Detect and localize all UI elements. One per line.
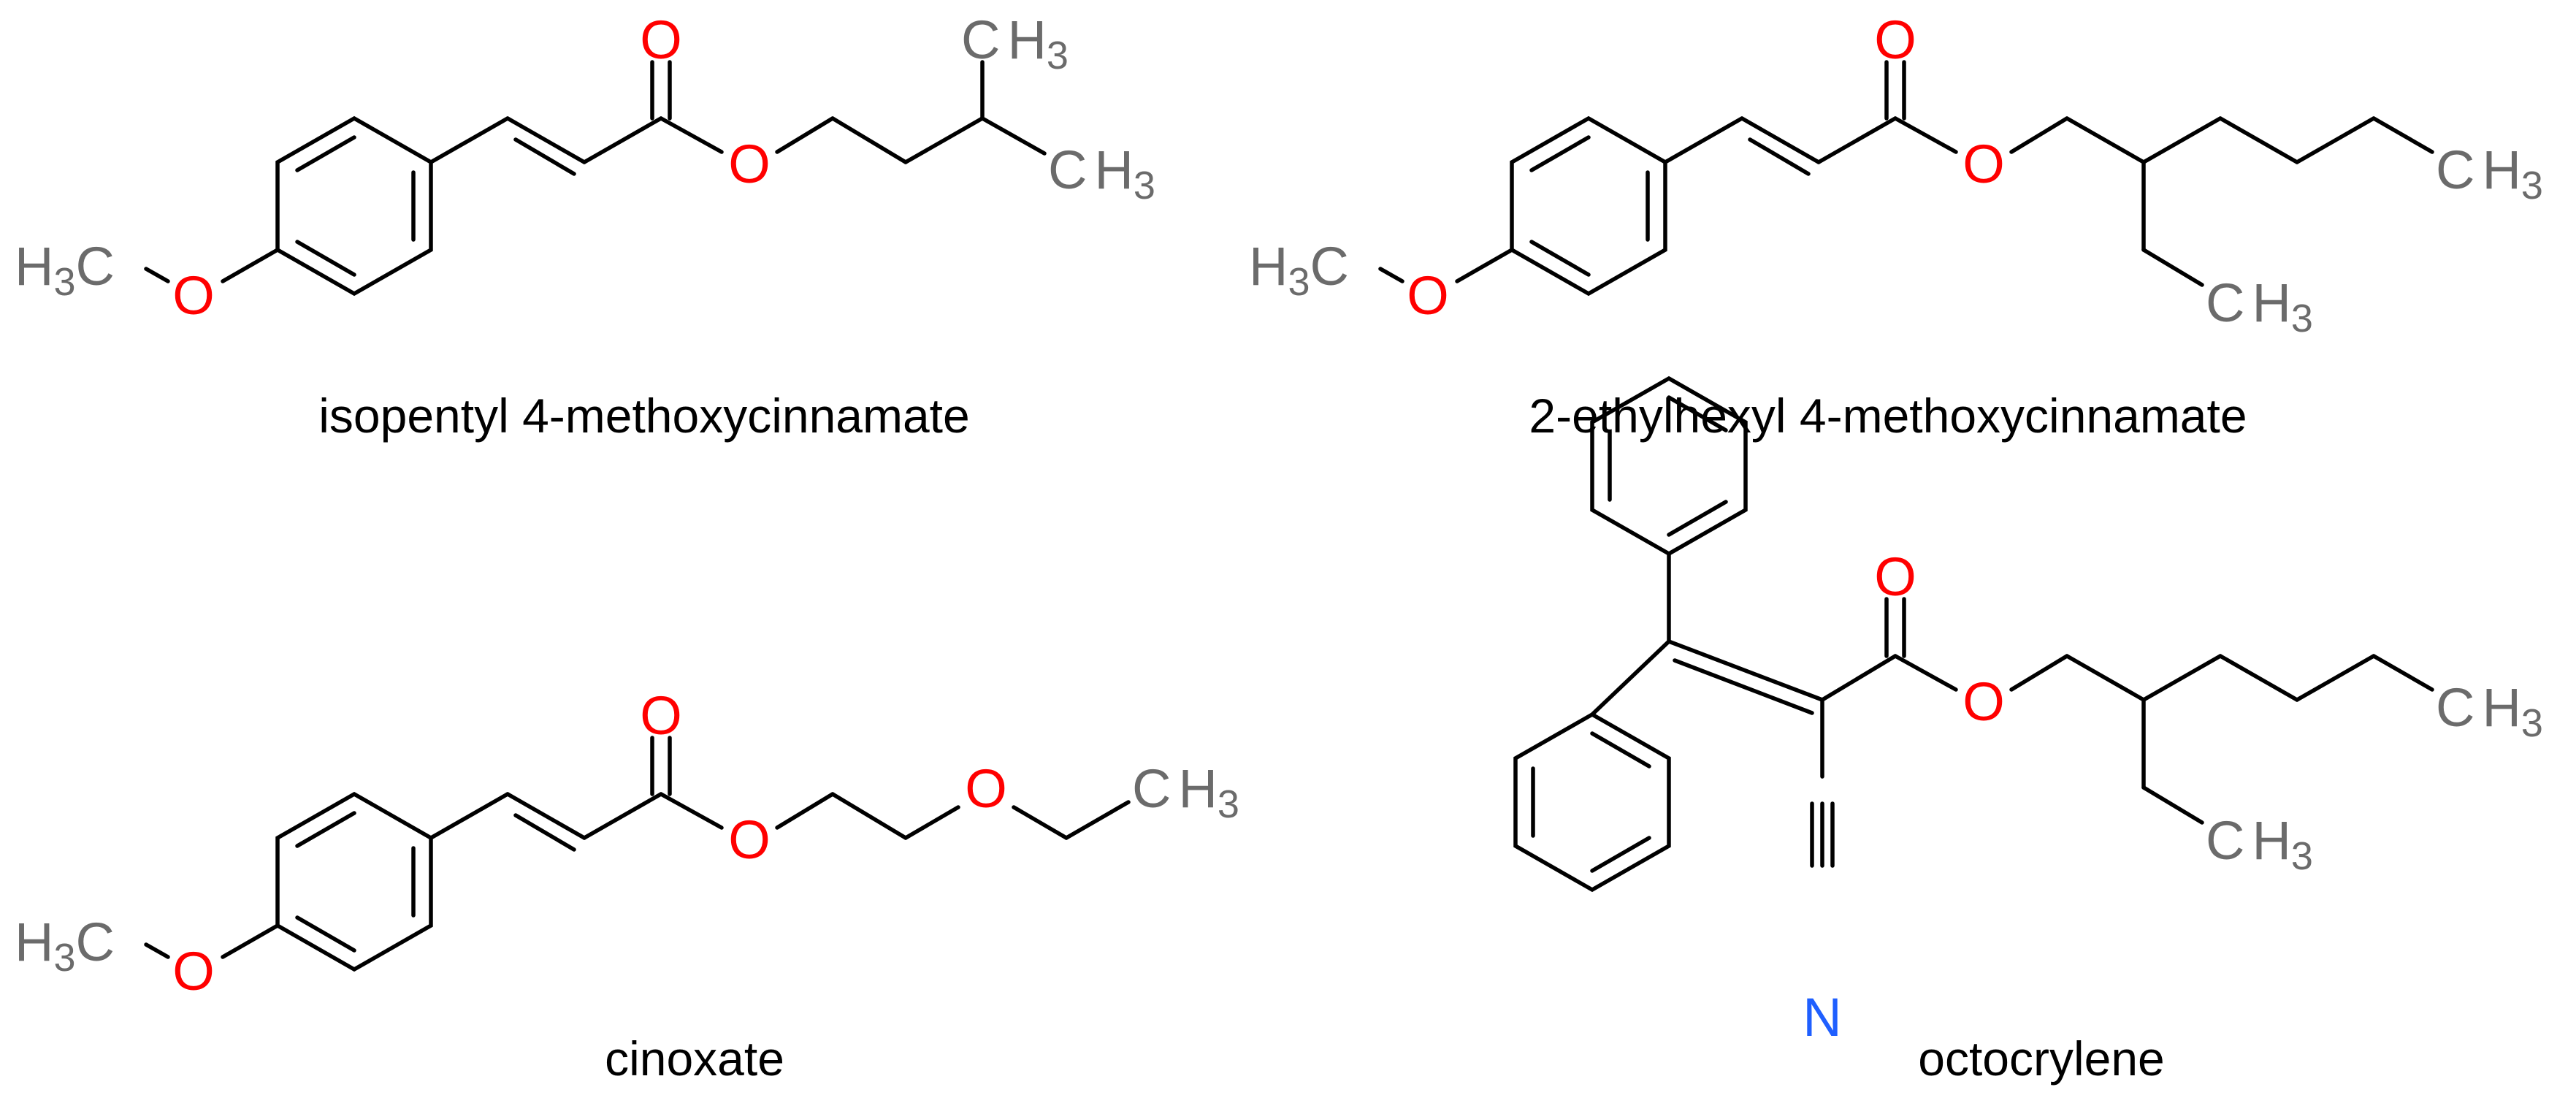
bonds [1378, 60, 2434, 297]
compound-name: isopentyl 4-methoxycinnamate [318, 389, 969, 443]
methyl-group-label: H3C [15, 912, 115, 980]
nitrile-nitrogen-label: N [1803, 987, 1841, 1048]
methoxy-oxygen-label: O [1407, 265, 1449, 326]
methyl-group-label: H3C [1249, 236, 1349, 304]
ester-oxygen-label: O [1962, 134, 2005, 194]
ester-oxygen-label: O [728, 134, 771, 194]
carbonyl-oxygen-label: O [1874, 546, 1916, 607]
methoxy-oxygen-label: O [172, 941, 215, 1002]
compound-name: 2-ethylhexyl 4-methoxycinnamate [1529, 389, 2247, 443]
bonds [1513, 375, 2434, 893]
carbonyl-oxygen-label: O [640, 685, 682, 746]
carbonyl-oxygen-label: O [1874, 9, 1916, 70]
bonds [144, 60, 1047, 297]
methoxy-oxygen-label: O [172, 265, 215, 326]
ester-oxygen-label: O [728, 809, 771, 870]
ester-oxygen-label: O [1962, 671, 2005, 732]
ether-oxygen-label: O [965, 758, 1007, 819]
methyl-group-label: H3C [15, 236, 115, 304]
carbonyl-oxygen-label: O [640, 9, 682, 70]
compound-name: octocrylene [1918, 1031, 2165, 1086]
bonds [144, 736, 1131, 972]
compound-name: cinoxate [605, 1031, 784, 1086]
